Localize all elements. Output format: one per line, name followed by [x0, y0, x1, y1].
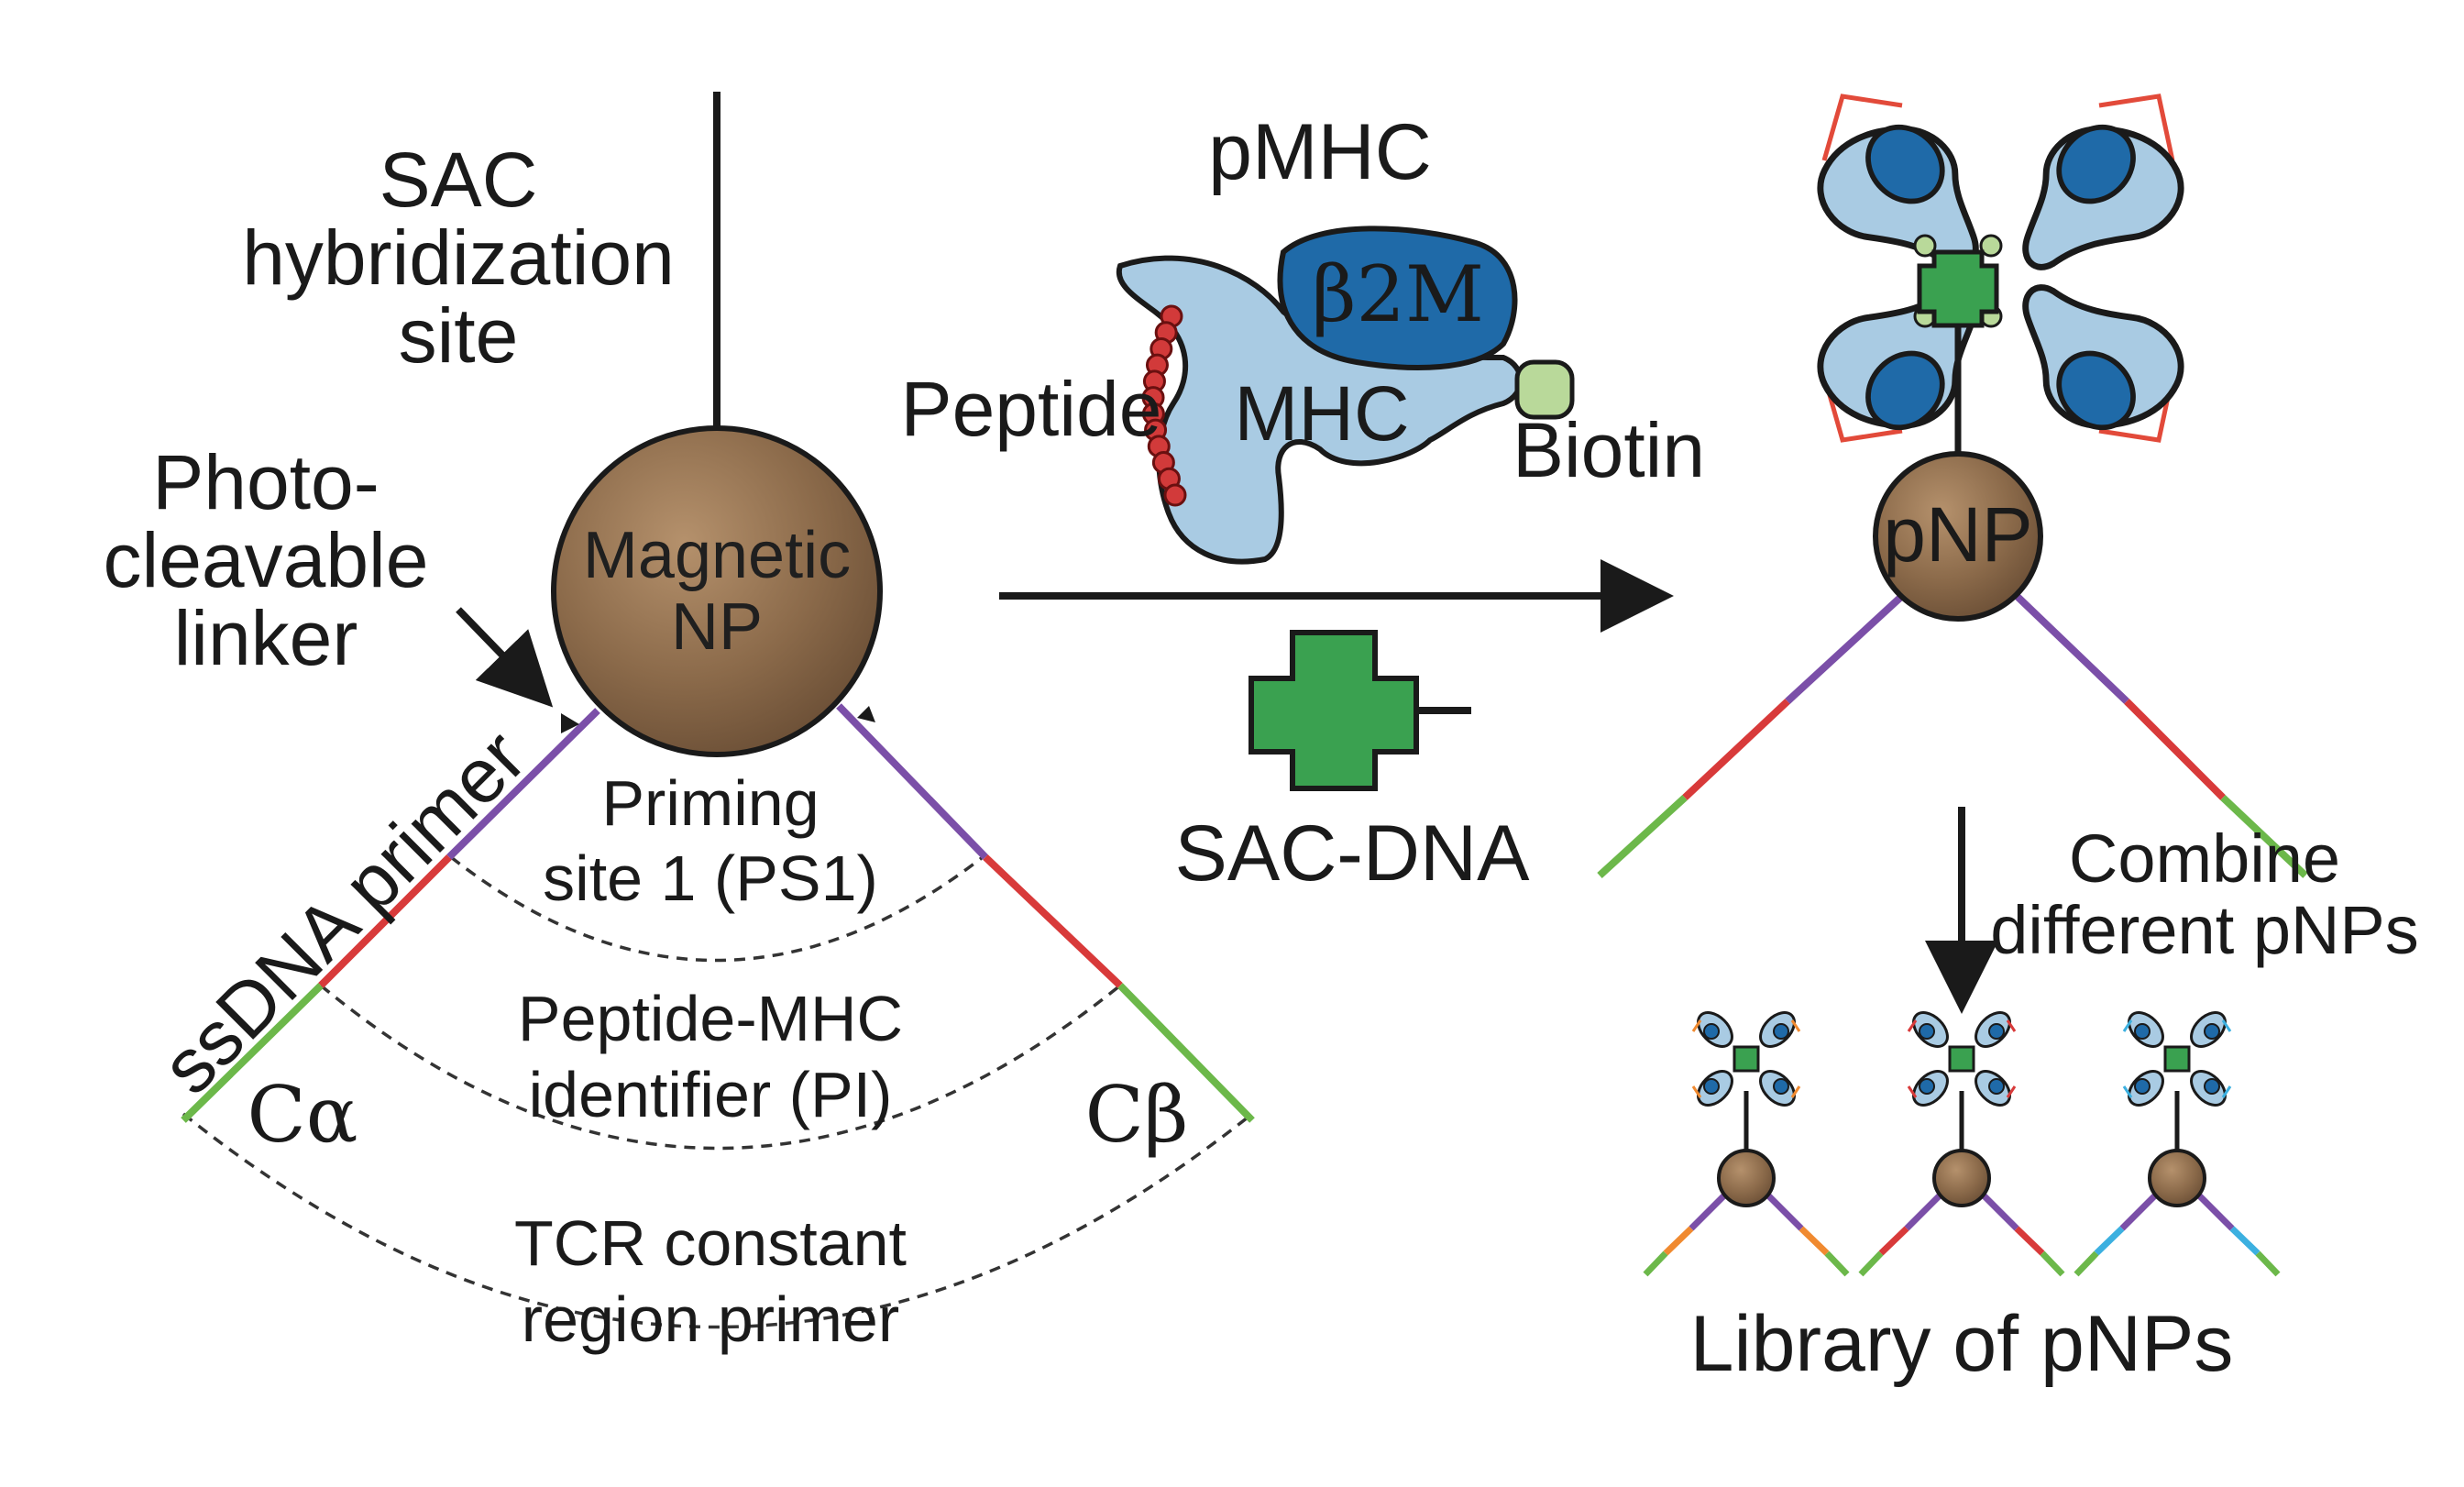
library-label: Library of pNPs	[1690, 1300, 2234, 1388]
sac-site-line-1: SAC	[380, 137, 538, 223]
peptide-mhc-id-line-1: Peptide-MHC	[518, 983, 903, 1054]
photo-linker-line-3: linker	[174, 595, 358, 681]
magnetic-np-label-2: NP	[671, 590, 763, 664]
sac-site-label: SAC hybridization site	[242, 137, 675, 379]
pmhc-tetramer	[1802, 96, 2199, 463]
combine-line-2: different pNPs	[1990, 892, 2419, 968]
photo-linker-label: Photo- cleavable linker	[104, 439, 429, 681]
tcr-primer-line-2: region primer	[522, 1283, 899, 1355]
b2m-shape	[1277, 226, 1518, 370]
c-beta-label: Cβ	[1085, 1070, 1189, 1160]
sac-cross-icon	[1248, 630, 1419, 791]
peptide-mhc-id-line-2: identifier (PI)	[529, 1059, 893, 1130]
pnp-library	[1643, 1011, 2281, 1277]
photo-linker-arrow	[456, 607, 554, 708]
sac-site-line-2: hybridization	[242, 215, 675, 301]
linker-marker-left	[561, 713, 579, 733]
sac-site-line-3: site	[399, 292, 519, 379]
sac-dna-label: SAC-DNA	[1174, 810, 1530, 898]
mini-pnp	[1858, 1011, 2065, 1277]
priming-site-line-2: site 1 (PS1)	[543, 843, 878, 914]
magnetic-np	[551, 425, 883, 757]
peptide-beads	[1141, 304, 1187, 507]
priming-site-line-1: Priming	[601, 767, 819, 839]
ssdna-primer-label: ssDNA primer	[145, 713, 542, 1110]
mini-pnp	[2074, 1011, 2281, 1277]
pnp-label: pNP	[1883, 491, 2032, 578]
peptide-bead	[1163, 483, 1187, 507]
peptide-label: Peptide	[901, 366, 1162, 452]
pmhc-title: pMHC	[1208, 108, 1432, 196]
magnetic-np-label-1: Magnetic	[583, 519, 851, 592]
linker-marker-right	[857, 706, 875, 722]
primer-arcs	[182, 855, 1254, 1329]
mhc-label: MHC	[1234, 370, 1409, 457]
b2m-label: β2M	[1312, 249, 1484, 339]
biotin-label: Biotin	[1512, 407, 1705, 493]
biotin-shape	[1514, 359, 1575, 420]
pnp-dna-strands	[1597, 593, 2308, 878]
combine-line-1: Combine	[2069, 821, 2340, 897]
mini-pnp	[1643, 1011, 1850, 1277]
photo-linker-line-1: Photo-	[152, 439, 380, 525]
pnp-particle	[1873, 451, 2043, 622]
left-dna-strand	[181, 708, 600, 1123]
photo-linker-line-2: cleavable	[104, 517, 429, 603]
right-dna-strand	[836, 703, 1255, 1123]
tcr-primer-line-1: TCR constant	[514, 1207, 907, 1279]
c-alpha-label: Cα	[248, 1070, 358, 1160]
